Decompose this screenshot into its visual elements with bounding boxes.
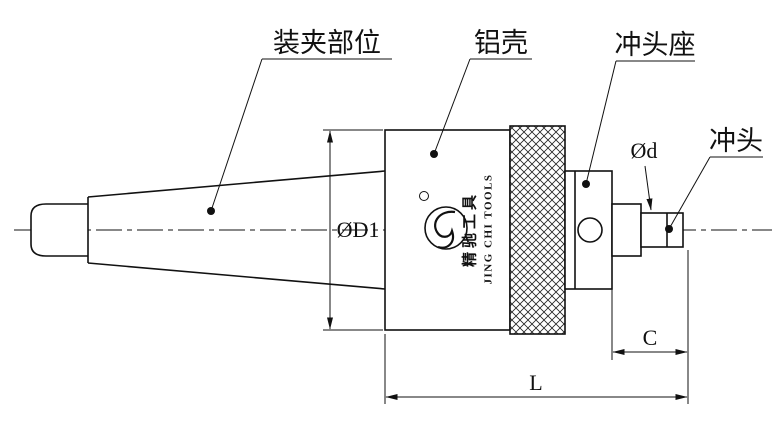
punch-leader: [668, 156, 711, 230]
brand-text-en: JING CHI TOOLS: [483, 173, 495, 284]
dimension-c: C: [611, 250, 689, 404]
d-leader-arrow: [644, 165, 653, 211]
knurled-ring: [509, 125, 566, 335]
d1-label: ØD1: [337, 217, 380, 242]
taper-top-edge: [87, 170, 386, 198]
brand-text-cn: 精驰工具: [460, 191, 478, 267]
punch-body: [640, 212, 684, 248]
punch-label: 冲头: [709, 126, 763, 156]
d-label: Ød: [631, 138, 658, 163]
brand-logo: [424, 206, 468, 250]
dimension-l: L: [384, 334, 688, 404]
callout-punch: 冲头: [665, 126, 763, 233]
taper-shank: [30, 170, 386, 290]
clamping-area-label: 装夹部位: [273, 28, 381, 58]
seat-hole: [577, 217, 603, 243]
aluminum-shell-leader-dot: [430, 150, 438, 158]
aluminum-shell-label: 铝壳: [474, 28, 528, 58]
registered-mark-icon: [419, 191, 429, 201]
c-label: C: [643, 325, 658, 350]
punch-leader-dot: [665, 225, 673, 233]
punch-seat-leader: [585, 60, 617, 185]
callout-punch-seat: 冲头座: [582, 30, 696, 188]
callout-aluminum-shell: 铝壳: [430, 28, 532, 158]
taper-bottom-edge: [87, 262, 386, 290]
clamping-area-leader-dot: [207, 207, 215, 215]
dimension-d1: ØD1: [323, 129, 383, 331]
logo-swirl: [434, 210, 456, 249]
logo-circle: [424, 206, 468, 250]
punch-seat-leader-dot: [582, 180, 590, 188]
callout-clamping-area: 装夹部位: [207, 28, 392, 215]
body-outline: [384, 129, 511, 331]
l-label: L: [529, 370, 542, 395]
main-body: 精驰工具 JING CHI TOOLS: [384, 129, 511, 331]
punch-seat-label: 冲头座: [615, 30, 696, 60]
aluminum-shell-leader: [433, 58, 471, 155]
shank-tang: [30, 203, 88, 257]
clamping-area-leader: [210, 58, 263, 212]
punch-seat: [564, 170, 613, 290]
dimension-d: Ød: [631, 138, 658, 211]
punch-holder: [611, 203, 642, 257]
